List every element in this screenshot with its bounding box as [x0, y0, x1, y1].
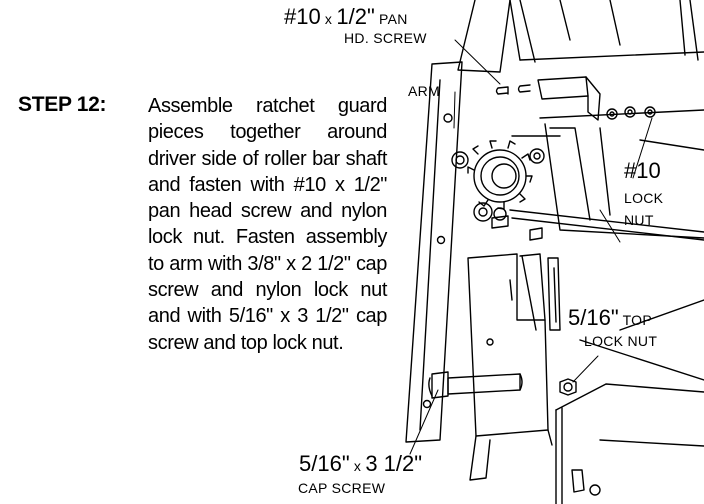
step-label: STEP 12:	[18, 93, 107, 116]
callout-top-nut: 5/16" TOP	[568, 306, 652, 330]
leader-lines	[409, 39, 653, 455]
roller-housing	[509, 109, 704, 241]
callout-pan-screw-line2: HD. SCREW	[344, 30, 427, 46]
cap-screw-size: 5/16"	[299, 451, 350, 476]
top-lock-nut	[559, 378, 577, 396]
callout-top-nut-line2: LOCK NUT	[584, 333, 658, 349]
callout-lock-nut-line3: NUT	[624, 212, 654, 228]
lower-deck	[555, 299, 704, 504]
pan-screw-x: x	[320, 11, 337, 27]
arm	[405, 61, 463, 443]
callout-lock-nut-size: #10	[624, 158, 661, 183]
ratchet-guard	[467, 253, 561, 481]
sprocket	[467, 140, 533, 210]
step-instructions: Assemble ratchet guard pieces together a…	[148, 95, 387, 354]
callout-arm: ARM	[408, 83, 441, 99]
pan-screws	[495, 84, 531, 95]
top-nut-word: TOP	[618, 312, 653, 328]
hardware	[451, 148, 545, 241]
callout-cap-screw: 5/16" x 3 1/2"	[299, 452, 422, 476]
callout-pan-screw: #10 x 1/2" PAN	[284, 5, 408, 29]
cap-screw-length: 3 1/2"	[365, 451, 423, 476]
bracket	[537, 76, 601, 121]
callout-lock-nut-line2: LOCK	[624, 190, 664, 206]
pan-screw-size: #10	[284, 4, 321, 29]
cap-screw-x: x	[349, 458, 366, 474]
pan-screw-length: 1/2"	[336, 4, 375, 29]
callout-cap-screw-line2: CAP SCREW	[298, 480, 386, 496]
cap-screw	[428, 371, 523, 399]
top-nut-size: 5/16"	[568, 305, 619, 330]
pan-screw-word: PAN	[374, 11, 408, 27]
upper-frame	[457, 0, 704, 73]
